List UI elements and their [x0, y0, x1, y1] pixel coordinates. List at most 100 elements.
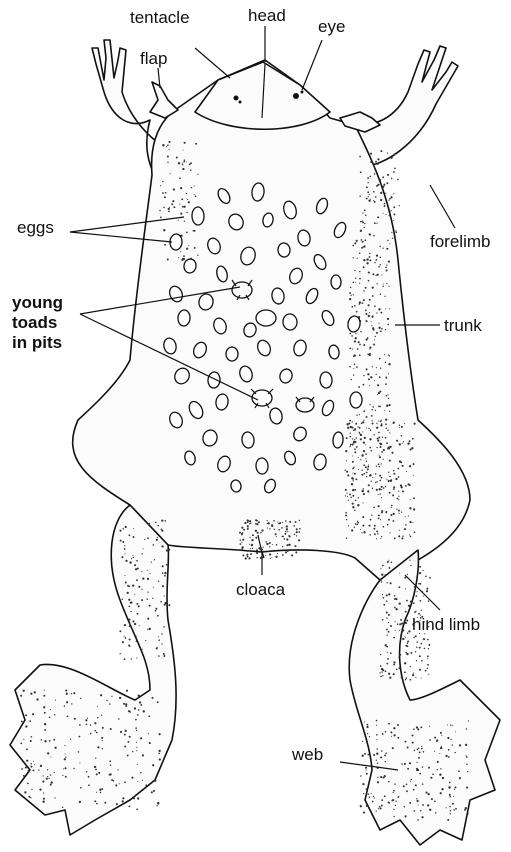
- stipple-dot: [102, 727, 104, 729]
- stipple-dot: [367, 468, 369, 470]
- stipple-dot: [426, 792, 428, 794]
- stipple-dot: [134, 594, 135, 595]
- stipple-dot: [248, 557, 250, 559]
- stipple-dot: [368, 525, 370, 527]
- stipple-dot: [26, 748, 28, 750]
- stipple-dot: [161, 545, 163, 547]
- stipple-dot: [39, 789, 41, 791]
- stipple-dot: [366, 773, 368, 775]
- stipple-dot: [369, 233, 371, 235]
- stipple-dot: [390, 196, 392, 198]
- stipple-dot: [415, 651, 416, 652]
- stipple-dot: [155, 522, 157, 524]
- stipple-dot: [378, 808, 379, 809]
- stipple-dot: [129, 534, 131, 536]
- stipple-dot: [88, 784, 90, 786]
- stipple-dot: [96, 792, 97, 793]
- stipple-dot: [124, 781, 126, 783]
- stipple-dot: [182, 164, 183, 165]
- stipple-dot: [24, 791, 26, 793]
- stipple-dot: [440, 792, 442, 794]
- stipple-dot: [67, 716, 69, 718]
- stipple-dot: [120, 540, 122, 542]
- stipple-dot: [122, 541, 124, 543]
- stipple-dot: [347, 474, 349, 476]
- stipple-dot: [79, 801, 81, 803]
- stipple-dot: [356, 311, 358, 313]
- stipple-dot: [363, 464, 365, 466]
- stipple-dot: [410, 781, 411, 782]
- stipple-dot: [389, 460, 391, 462]
- stipple-dot: [405, 637, 406, 638]
- stipple-dot: [394, 621, 395, 622]
- stipple-dot: [244, 522, 246, 524]
- stipple-dot: [392, 494, 394, 496]
- stipple-dot: [163, 626, 165, 628]
- stipple-dot: [366, 258, 368, 260]
- stipple-dot: [147, 618, 149, 620]
- stipple-dot: [282, 522, 283, 523]
- stipple-dot: [352, 421, 353, 422]
- stipple-dot: [418, 757, 420, 759]
- stipple-dot: [129, 645, 131, 647]
- stipple-dot: [137, 764, 138, 765]
- stipple-dot: [62, 806, 64, 808]
- stipple-dot: [115, 784, 117, 786]
- stipple-dot: [42, 781, 44, 783]
- stipple-dot: [425, 575, 427, 577]
- stipple-dot: [387, 582, 388, 583]
- stipple-dot: [405, 816, 406, 817]
- stipple-dot: [167, 144, 169, 146]
- stipple-dot: [376, 720, 378, 722]
- stipple-dot: [372, 287, 374, 289]
- stipple-dot: [352, 495, 354, 497]
- stipple-dot: [384, 205, 386, 207]
- stipple-dot: [422, 804, 424, 806]
- stipple-dot: [21, 720, 23, 722]
- stipple-dot: [352, 461, 354, 463]
- stipple-dot: [31, 789, 32, 790]
- stipple-dot: [422, 570, 423, 571]
- stipple-dot: [142, 754, 144, 756]
- stipple-dot: [366, 339, 368, 341]
- stipple-dot: [131, 777, 133, 779]
- stipple-dot: [381, 486, 383, 488]
- stipple-dot: [378, 308, 380, 310]
- stipple-dot: [382, 176, 384, 178]
- stipple-dot: [359, 195, 361, 197]
- stipple-dot: [359, 278, 361, 280]
- stipple-dot: [247, 521, 249, 523]
- stipple-dot: [359, 432, 360, 433]
- stipple-dot: [368, 428, 369, 429]
- stipple-dot: [246, 550, 248, 552]
- stipple-dot: [400, 484, 402, 486]
- stipple-dot: [380, 446, 382, 448]
- stipple-dot: [387, 240, 388, 241]
- stipple-dot: [368, 315, 370, 317]
- stipple-dot: [380, 330, 381, 331]
- stipple-dot: [414, 423, 416, 425]
- stipple-dot: [389, 198, 391, 200]
- stipple-dot: [285, 520, 287, 522]
- egg: [331, 275, 341, 289]
- stipple-dot: [197, 174, 198, 175]
- stipple-dot: [387, 318, 389, 320]
- stipple-dot: [168, 549, 170, 551]
- stipple-dot: [122, 800, 124, 802]
- stipple-dot: [62, 775, 63, 776]
- stipple-dot: [137, 613, 139, 615]
- stipple-dot: [346, 460, 347, 461]
- stipple-dot: [183, 161, 185, 163]
- stipple-dot: [377, 440, 379, 442]
- stipple-dot: [285, 531, 286, 532]
- stipple-dot: [241, 542, 242, 543]
- stipple-dot: [286, 528, 288, 530]
- stipple-dot: [97, 706, 98, 707]
- stipple-dot: [388, 261, 390, 263]
- stipple-dot: [381, 581, 383, 583]
- stipple-dot: [393, 220, 394, 221]
- stipple-dot: [242, 532, 244, 534]
- stipple-dot: [376, 254, 378, 256]
- stipple-dot: [409, 559, 410, 560]
- stipple-dot: [354, 527, 355, 528]
